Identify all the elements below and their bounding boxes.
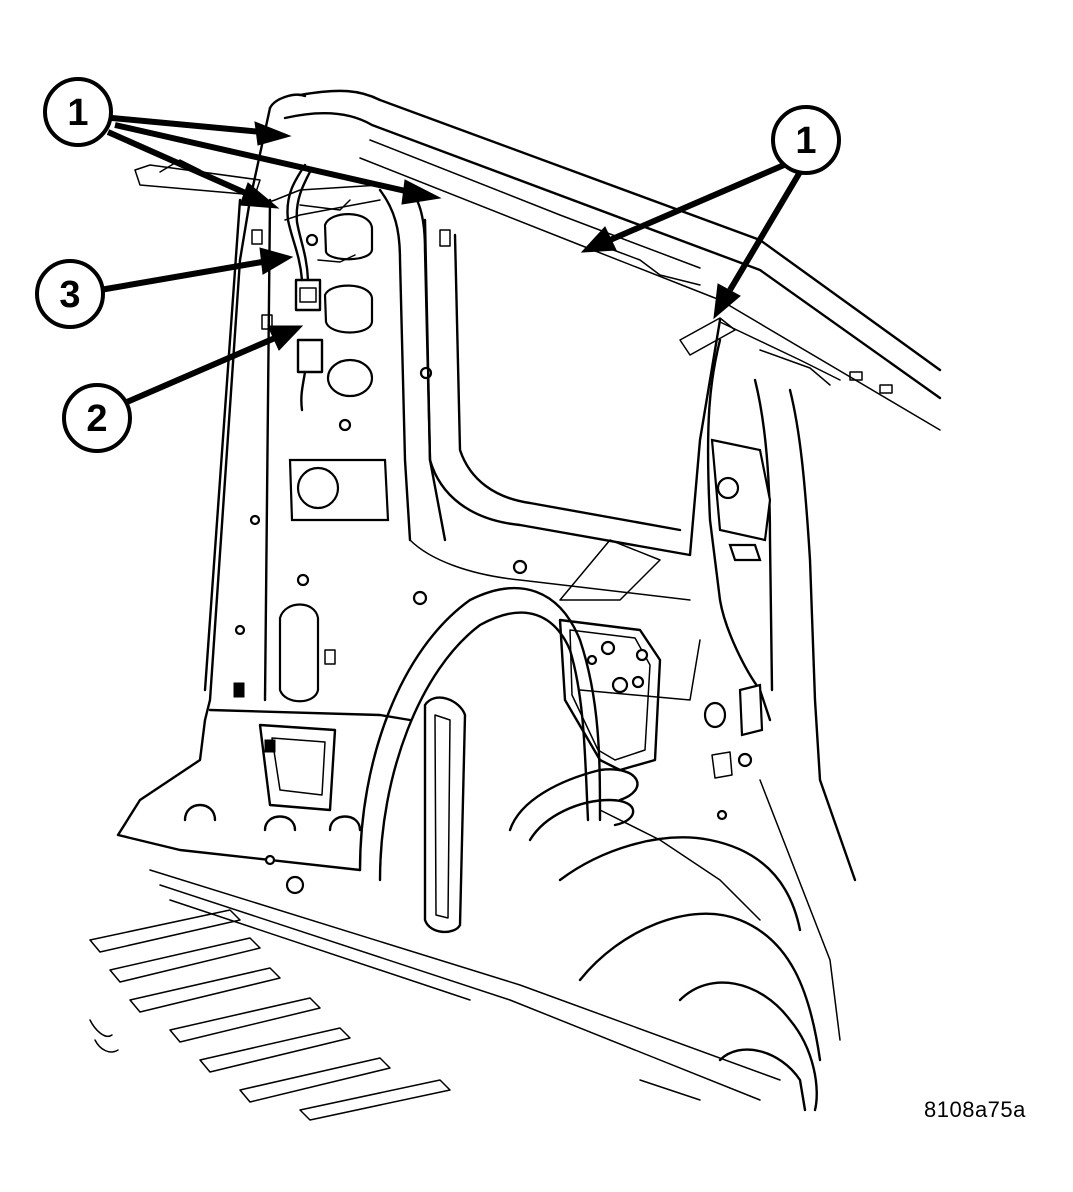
rear-floor-tunnels: [508, 768, 841, 1112]
callout-label: 1: [67, 92, 88, 134]
callout-label: 1: [795, 120, 816, 162]
roof-rail: [283, 89, 942, 431]
callout-label: 3: [59, 274, 80, 316]
callout-3: 3: [35, 259, 105, 329]
c-pillar: [703, 338, 857, 882]
floor-and-sill: [89, 708, 781, 1121]
quarter-window-opening: [409, 218, 722, 601]
callout-1-top-right: 1: [771, 105, 841, 175]
figure-code: 8108a75a: [924, 1097, 1026, 1122]
wheelhouse: [358, 586, 602, 934]
pillar-holes: [233, 213, 433, 703]
inner-quarter-panel: [558, 539, 701, 772]
callout-label: 2: [86, 398, 107, 440]
wire-harness: [286, 163, 356, 412]
callout-arrows: [99, 115, 803, 408]
callout-2: 2: [62, 383, 132, 453]
callout-1-top-left: 1: [43, 77, 113, 147]
